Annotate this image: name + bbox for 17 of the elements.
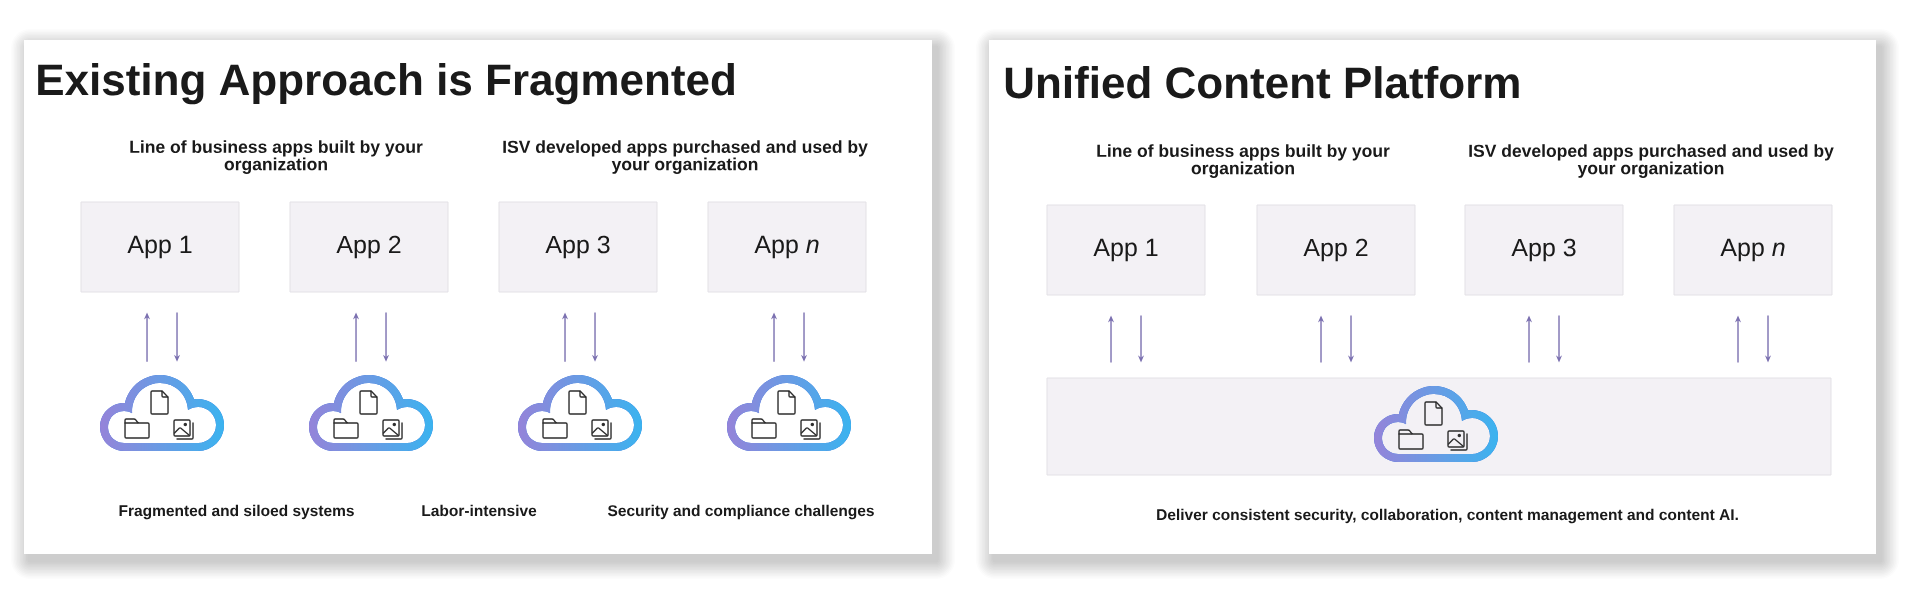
caption-text: Labor-intensive (422, 504, 537, 517)
app-box: App 3 (1464, 204, 1624, 296)
subheading: ISV developed apps purchased and used by your organization (503, 140, 868, 174)
subheading: Line of business apps built by your organization (1097, 144, 1390, 178)
caption-text: Security and compliance challenges (607, 504, 874, 520)
subheading: ISV developed apps purchased and used by your organization (1469, 144, 1834, 178)
panel (1046, 377, 1832, 476)
app-box: App n (1673, 204, 1833, 296)
app-box: App 3 (498, 201, 658, 293)
app-box: App n (707, 201, 867, 293)
caption-text: Deliver consistent security, collaboration, content management and content AI. (1157, 508, 1738, 524)
subheading: Line of business apps built by your organization (130, 140, 423, 174)
app-box: App 1 (1046, 204, 1206, 296)
caption-text: Fragmented and siloed systems (119, 504, 354, 520)
app-box: App 2 (289, 201, 449, 293)
app-box: App 2 (1256, 204, 1416, 296)
app-box: App 1 (80, 201, 240, 293)
